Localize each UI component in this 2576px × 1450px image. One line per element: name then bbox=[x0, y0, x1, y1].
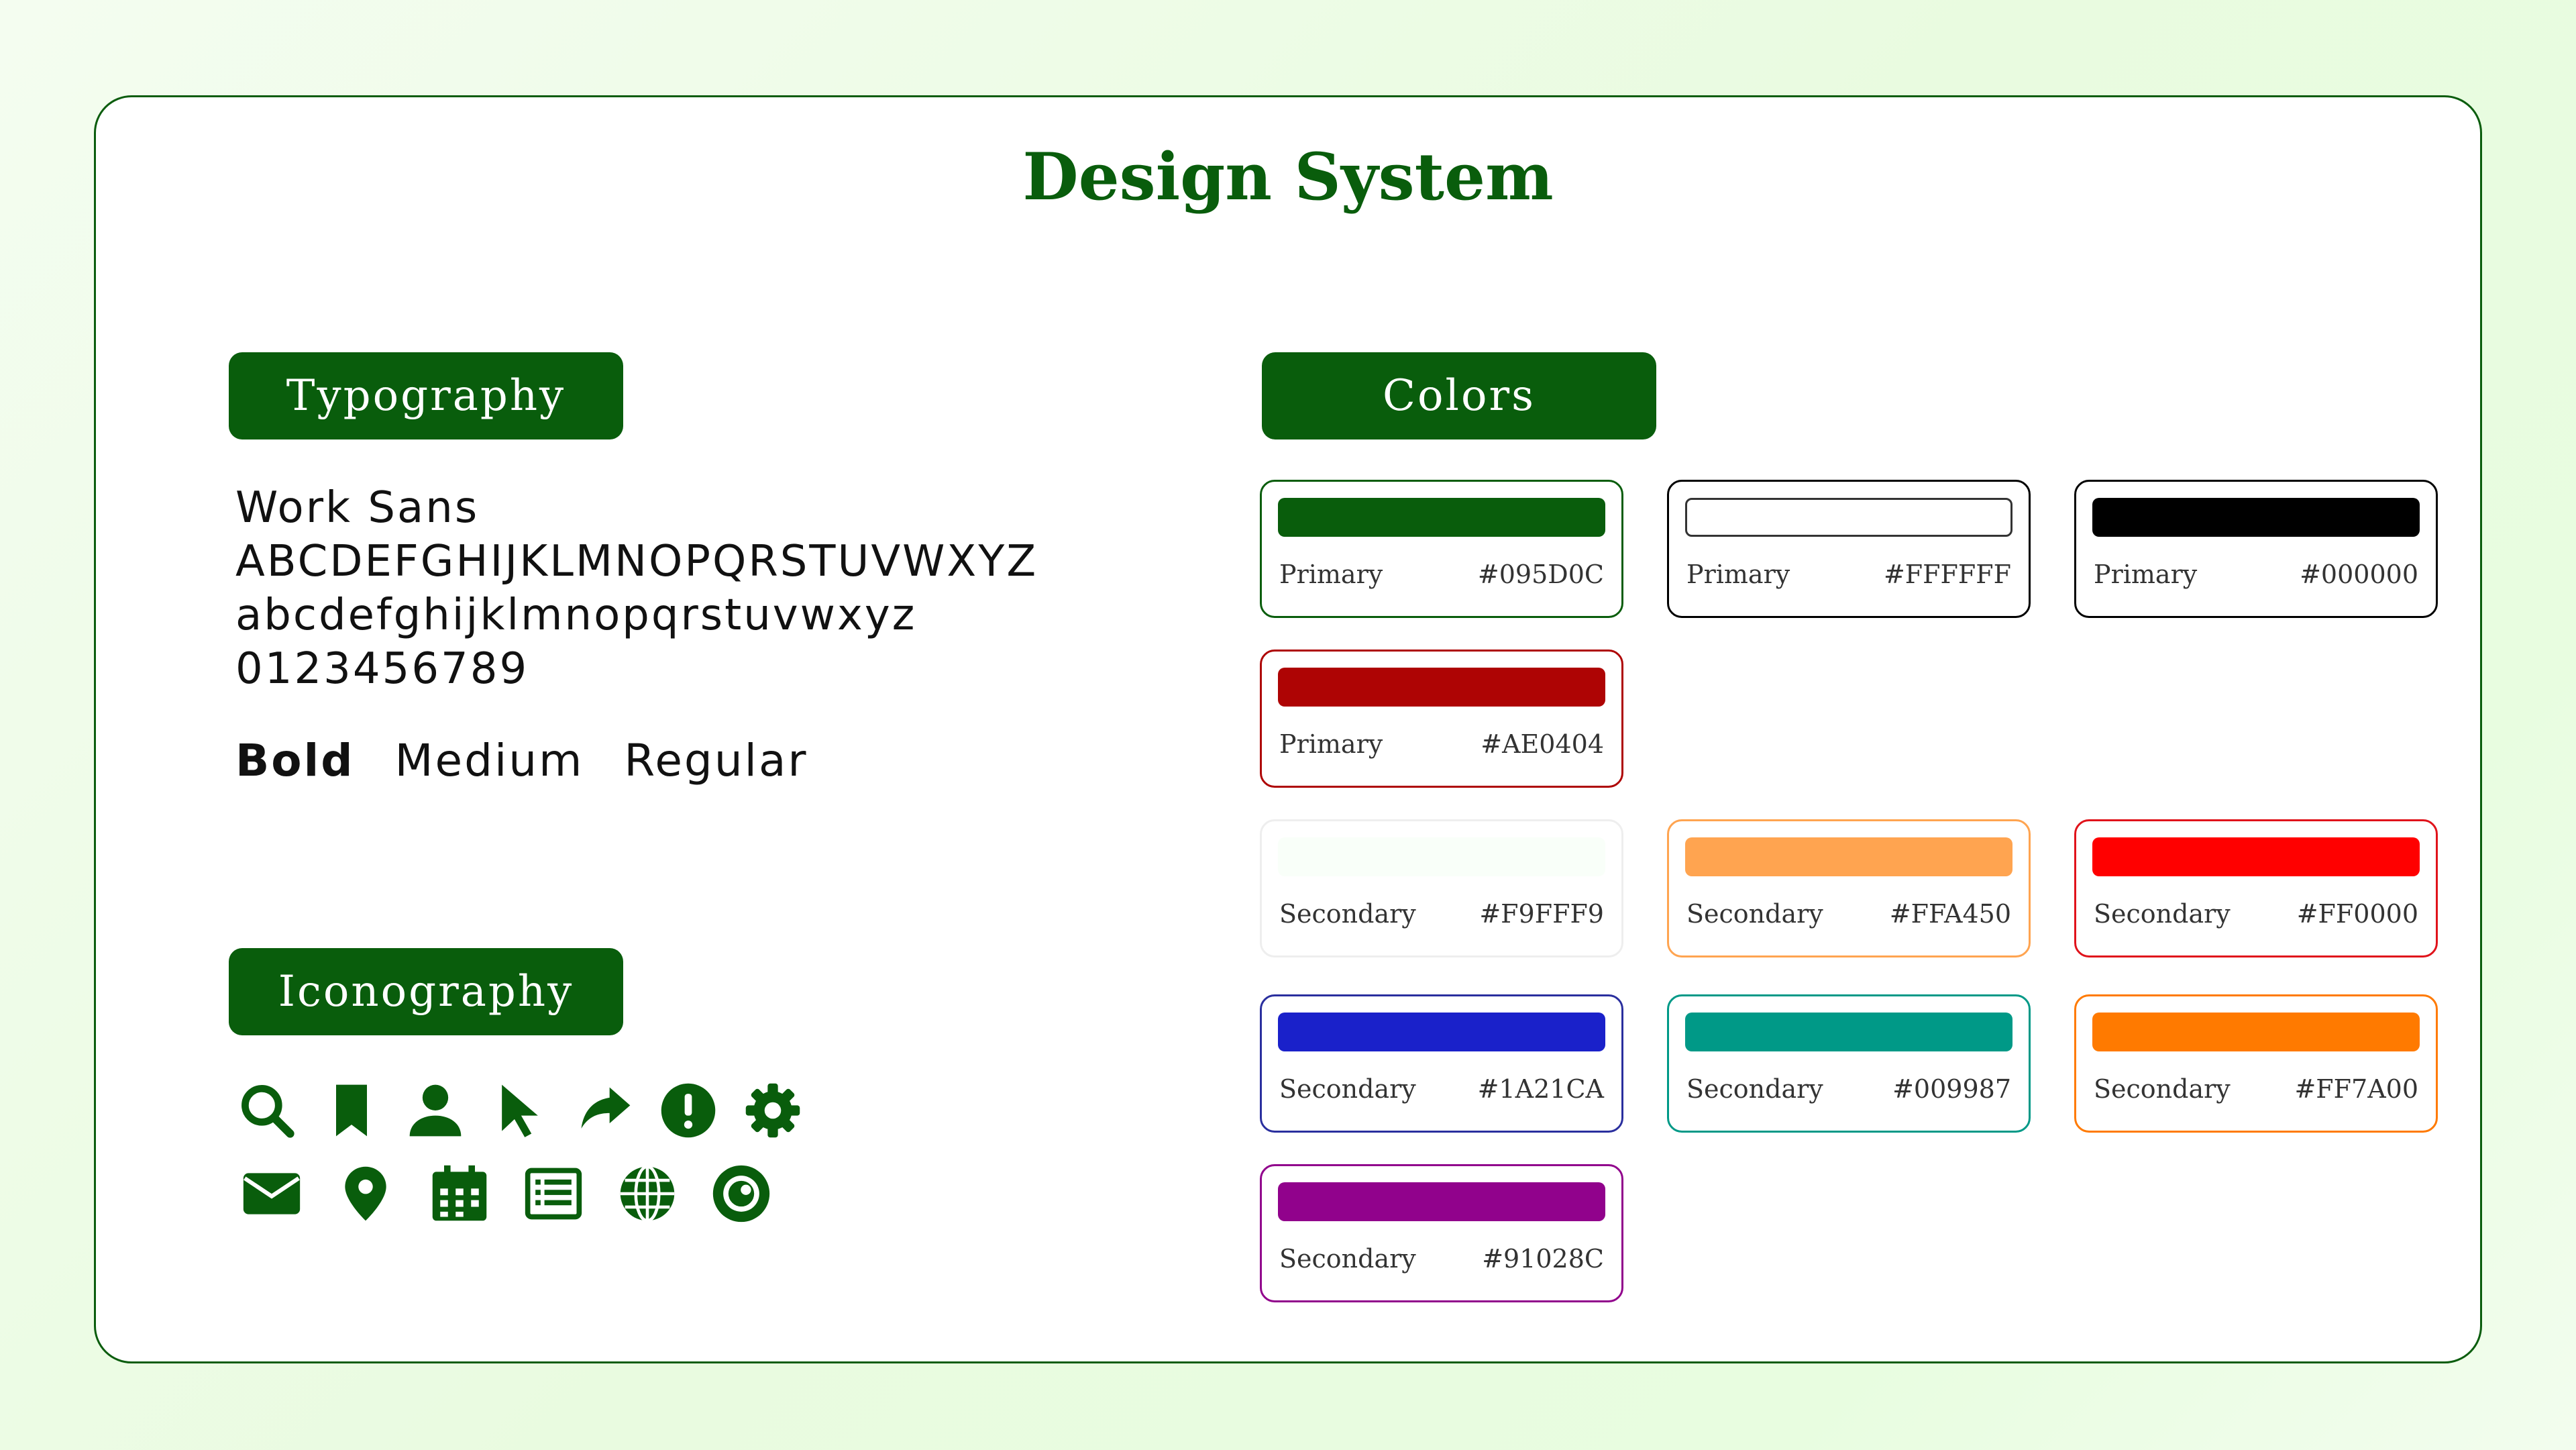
share-icon bbox=[562, 1074, 647, 1147]
icon-row-2 bbox=[225, 1157, 815, 1231]
iconography-heading: Iconography bbox=[229, 948, 623, 1035]
user-icon bbox=[393, 1074, 478, 1147]
swatch-primary-black: Primary #000000 bbox=[2074, 480, 2438, 618]
swatch-hex: #FFA450 bbox=[1889, 899, 2011, 929]
swatch-hex: #F9FFF9 bbox=[1479, 899, 1604, 929]
swatch-primary-green: Primary #095D0C bbox=[1260, 480, 1623, 618]
swatch-label: Primary bbox=[1279, 729, 1383, 759]
swatch-hex: #000000 bbox=[2300, 560, 2418, 589]
swatch-bar bbox=[2092, 837, 2420, 876]
swatch-hex: #FF0000 bbox=[2296, 899, 2418, 929]
swatch-label: Primary bbox=[1279, 560, 1383, 589]
swatch-primary-white: Primary #FFFFFF bbox=[1667, 480, 2031, 618]
swatch-hex: #009987 bbox=[1892, 1074, 2011, 1104]
swatch-secondary-teal: Secondary #009987 bbox=[1667, 994, 2031, 1133]
weight-regular: Regular bbox=[624, 735, 808, 786]
swatch-hex: #095D0C bbox=[1477, 560, 1604, 589]
alert-icon bbox=[647, 1074, 731, 1147]
swatch-secondary-red: Secondary #FF0000 bbox=[2074, 819, 2438, 957]
swatch-bar bbox=[1685, 498, 2012, 537]
swatch-label: Secondary bbox=[1279, 899, 1416, 929]
weight-medium: Medium bbox=[394, 735, 584, 786]
swatch-bar bbox=[1685, 1013, 2012, 1051]
swatch-hex: #1A21CA bbox=[1477, 1074, 1604, 1104]
swatch-bar bbox=[1685, 837, 2012, 876]
lowercase-specimen: abcdefghijklmnopqrstuvwxyz bbox=[235, 590, 917, 640]
swatch-secondary-orange: Secondary #FF7A00 bbox=[2074, 994, 2438, 1133]
typography-heading: Typography bbox=[229, 352, 623, 439]
swatch-bar bbox=[1278, 668, 1605, 707]
swatch-hex: #FFFFFF bbox=[1883, 560, 2011, 589]
globe-icon bbox=[600, 1157, 694, 1231]
swatch-label: Secondary bbox=[1279, 1074, 1416, 1104]
swatch-bar bbox=[1278, 1013, 1605, 1051]
swatch-label: Secondary bbox=[1279, 1244, 1416, 1274]
typography-specimen: Work Sans ABCDEFGHIJKLMNOPQRSTUVWXYZ abc… bbox=[235, 481, 1038, 696]
swatch-secondary-light-orange: Secondary #FFA450 bbox=[1667, 819, 2031, 957]
swatch-hex: #AE0404 bbox=[1481, 729, 1604, 759]
uppercase-specimen: ABCDEFGHIJKLMNOPQRSTUVWXYZ bbox=[235, 537, 1038, 586]
weight-bold: Bold bbox=[235, 735, 355, 786]
swatch-secondary-blue: Secondary #1A21CA bbox=[1260, 994, 1623, 1133]
swatch-label: Secondary bbox=[2094, 899, 2231, 929]
swatch-hex: #FF7A00 bbox=[2294, 1074, 2418, 1104]
swatch-bar bbox=[2092, 1013, 2420, 1051]
swatch-label: Secondary bbox=[2094, 1074, 2231, 1104]
eye-icon bbox=[694, 1157, 788, 1231]
swatch-bar bbox=[1278, 498, 1605, 537]
design-system-card: Design System Typography Colors Iconogra… bbox=[94, 95, 2482, 1363]
mail-icon bbox=[225, 1157, 319, 1231]
search-icon bbox=[225, 1074, 309, 1147]
digits-specimen: 0123456789 bbox=[235, 644, 529, 694]
colors-heading: Colors bbox=[1262, 352, 1656, 439]
gear-icon bbox=[731, 1074, 815, 1147]
swatch-secondary-purple: Secondary #91028C bbox=[1260, 1164, 1623, 1302]
swatch-primary-red: Primary #AE0404 bbox=[1260, 650, 1623, 788]
location-pin-icon bbox=[319, 1157, 413, 1231]
swatch-label: Primary bbox=[2094, 560, 2198, 589]
swatch-secondary-mint: Secondary #F9FFF9 bbox=[1260, 819, 1623, 957]
swatch-label: Secondary bbox=[1686, 1074, 1823, 1104]
font-name: Work Sans bbox=[235, 483, 480, 533]
swatch-bar bbox=[1278, 1182, 1605, 1221]
swatch-bar bbox=[2092, 498, 2420, 537]
swatch-hex: #91028C bbox=[1482, 1244, 1604, 1274]
cursor-icon bbox=[478, 1074, 562, 1147]
icon-row-1 bbox=[225, 1074, 815, 1147]
swatch-label: Primary bbox=[1686, 560, 1790, 589]
font-weights: Bold Medium Regular bbox=[235, 735, 808, 786]
icon-grid bbox=[225, 1074, 815, 1240]
swatch-bar bbox=[1278, 837, 1605, 876]
page-title: Design System bbox=[1022, 139, 1554, 215]
swatch-label: Secondary bbox=[1686, 899, 1823, 929]
bookmark-icon bbox=[309, 1074, 394, 1147]
calendar-icon bbox=[413, 1157, 506, 1231]
list-icon bbox=[506, 1157, 600, 1231]
